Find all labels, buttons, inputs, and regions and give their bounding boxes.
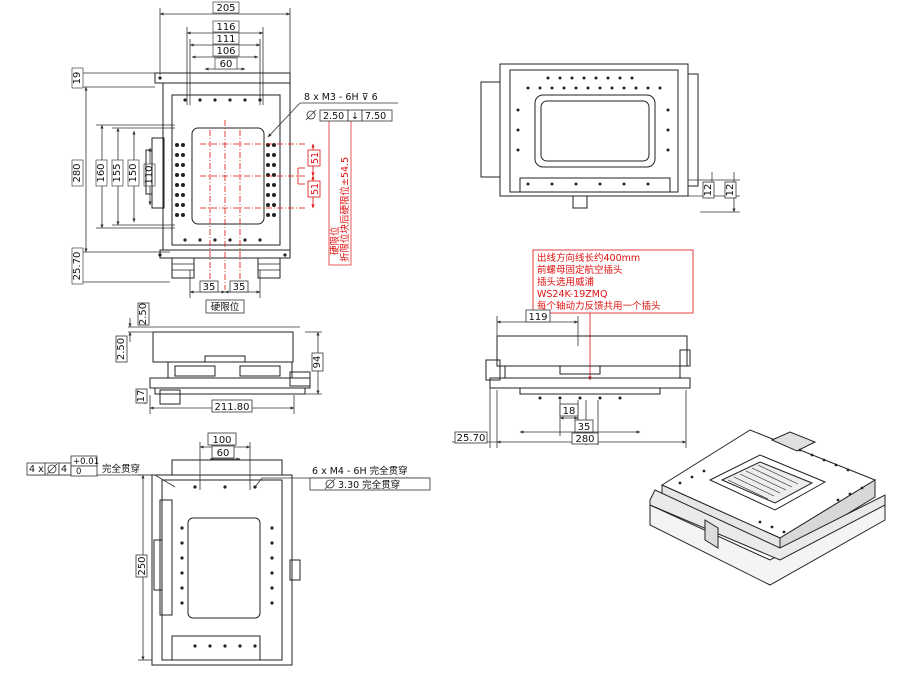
side-dim-119: 119	[528, 312, 547, 323]
top-view: 205 116 111 106 60 19 28	[71, 1, 398, 314]
dim-right-12-b: 12	[725, 184, 736, 197]
side-note-line-3: 插头选用威浦	[537, 276, 595, 288]
dim-top-116: 116	[216, 22, 235, 33]
dim-left-280: 280	[72, 163, 83, 182]
dim-left-25-70: 25.70	[72, 252, 83, 281]
left-callout-tol-upper: +0.01	[73, 457, 99, 467]
right-callout-line2: 3.30 完全贯穿	[338, 479, 400, 491]
red-note-hard-limit-range: 折限位块后硬限位±54.5	[339, 157, 351, 262]
dim-right-12-a: 12	[703, 184, 714, 197]
side-dim-280: 280	[575, 434, 594, 445]
right-top-view: 12 12	[480, 63, 740, 213]
hole-callout-depth: 7.50	[365, 111, 386, 122]
dim-bottom-100: 100	[212, 435, 231, 446]
hard-limit-label: 硬限位	[211, 301, 240, 313]
front-view: 2.50 2.50 94 17 211.80	[115, 302, 324, 414]
bottom-view: 100 60 250 4 x 4 +0.01 0 完全贯穿 6 x M4 - 6…	[26, 432, 431, 666]
side-note-line-5: 每个轴动力反馈共用一个插头	[537, 300, 661, 312]
side-note-line-4: WS24K-19ZMQ	[537, 289, 607, 300]
red-dim-51-b: 51	[310, 183, 321, 195]
dim-top-60: 60	[220, 59, 233, 70]
dim-top-111: 111	[216, 34, 235, 45]
side-view: 出线方向线长约400mm 前螺母固定航空插头 插头选用威浦 WS24K-19ZM…	[452, 249, 694, 448]
side-dim-25-70: 25.70	[457, 433, 486, 444]
hole-callout-dia: 2.50	[323, 111, 344, 122]
dim-top-205: 205	[216, 3, 235, 14]
side-note-line-2: 前螺母固定航空插头	[537, 264, 623, 276]
left-callout-tol-lower: 0	[76, 467, 81, 477]
dim-left-110: 110	[144, 165, 155, 184]
dim-front-2-50-a: 2.50	[138, 303, 149, 325]
red-note-hard-limit: 硬限位	[329, 226, 341, 255]
dim-bottom-35-b: 35	[233, 282, 246, 293]
depth-icon: ↓	[351, 111, 359, 122]
hole-callout-line1: 8 x M3 - 6H ⊽ 6	[304, 92, 378, 103]
dim-front-94: 94	[312, 356, 323, 369]
right-callout-line1: 6 x M4 - 6H 完全贯穿	[312, 465, 408, 477]
dim-left-19: 19	[72, 72, 83, 85]
side-dim-18: 18	[563, 406, 576, 417]
left-callout-qty: 4 x	[29, 464, 44, 475]
isometric-view	[649, 429, 886, 586]
dim-front-2-50-b: 2.50	[116, 338, 127, 360]
side-note-line-1: 出线方向线长约400mm	[537, 252, 640, 264]
left-callout-thru: 完全贯穿	[102, 463, 140, 475]
red-dim-51-a: 51	[310, 152, 321, 164]
side-dim-35: 35	[578, 422, 591, 433]
dim-bottom-35-a: 35	[203, 282, 216, 293]
left-callout-dia: 4	[61, 464, 67, 475]
dim-bottom-60: 60	[217, 448, 230, 459]
dim-bottom-250: 250	[137, 556, 148, 575]
dim-left-150: 150	[128, 163, 139, 182]
dim-front-17: 17	[136, 390, 147, 403]
dim-left-160: 160	[96, 163, 107, 182]
dim-front-211-80: 211.80	[215, 402, 250, 413]
dim-top-106: 106	[216, 46, 235, 57]
dim-left-155: 155	[112, 163, 123, 182]
